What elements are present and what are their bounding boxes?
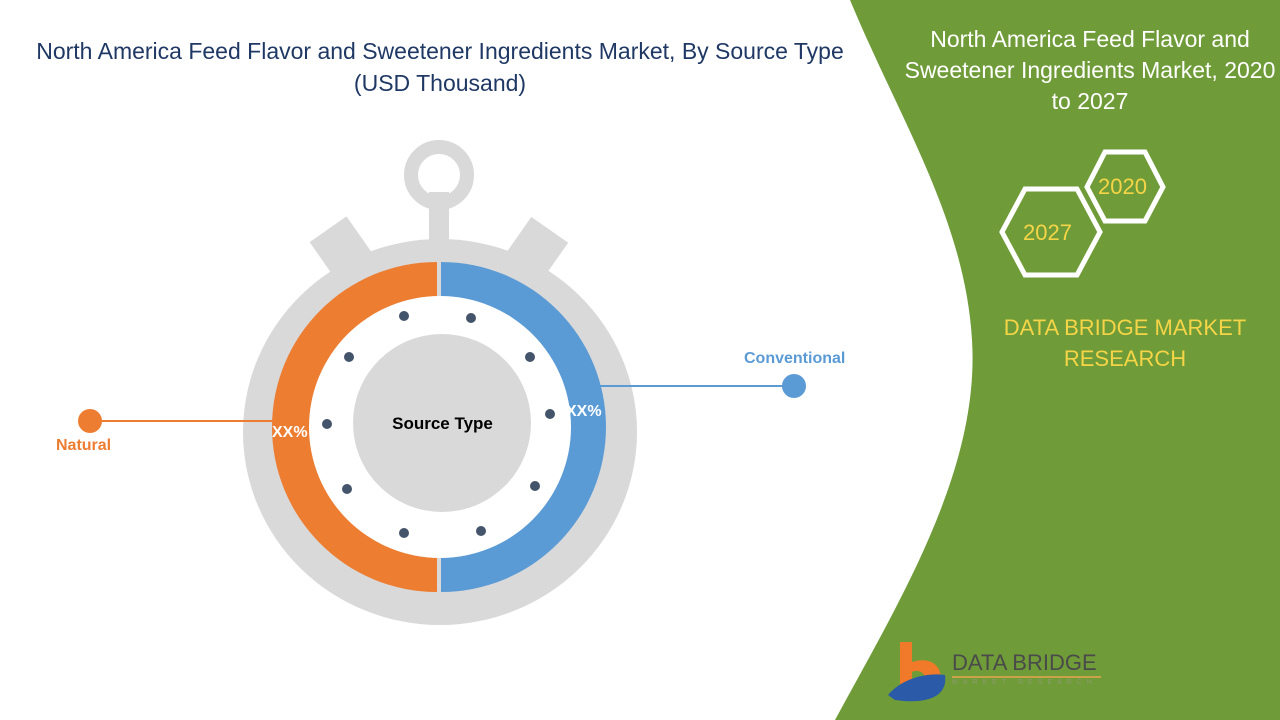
center-label: Source Type (392, 414, 493, 433)
side-panel-title: North America Feed Flavor and Sweetener … (904, 26, 1276, 114)
conventional-marker (782, 374, 806, 398)
legend-conventional: Conventional (744, 350, 846, 367)
logo-name: DATA BRIDGE (952, 650, 1101, 678)
logo-icon (888, 642, 946, 702)
year-2020: 2020 (1098, 174, 1147, 199)
center-circle (353, 334, 531, 512)
dial-dots (322, 311, 555, 538)
logo-tagline: MARKET RESEARCH (952, 679, 1097, 686)
chart-title: North America Feed Flavor and Sweetener … (36, 38, 844, 96)
legend-natural: Natural (56, 437, 112, 454)
conventional-data-label: XX% (566, 403, 602, 420)
hexagon-2027 (999, 186, 1103, 278)
green-side-panel (835, 0, 1280, 720)
natural-data-label: XX% (272, 424, 308, 441)
natural-marker (78, 409, 102, 433)
stopwatch-stem (429, 192, 449, 242)
hexagon-2020 (1084, 149, 1166, 224)
brand-text: DATA BRIDGE MARKET RESEARCH (1003, 315, 1247, 371)
year-2027: 2027 (1023, 220, 1072, 245)
